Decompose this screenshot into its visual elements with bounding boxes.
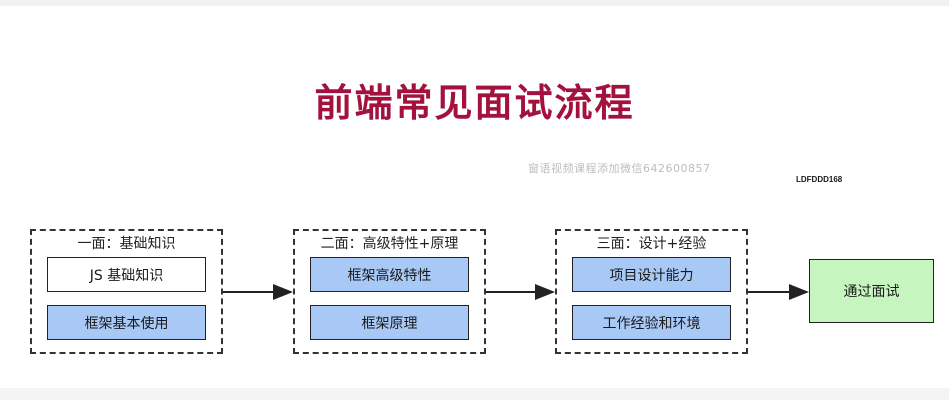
stage-2-group: 二面：高级特性+原理 — [293, 229, 486, 354]
stage-1-item-2: 框架基本使用 — [47, 305, 206, 340]
final-node: 通过面试 — [809, 259, 934, 323]
bottom-band — [0, 388, 949, 400]
stage-3-label: 三面：设计+经验 — [596, 236, 707, 252]
stage-3-item-1: 项目设计能力 — [572, 257, 731, 292]
stage-2-item-1: 框架高级特性 — [310, 257, 469, 292]
stage-1-group: 一面：基础知识 — [30, 229, 223, 354]
stage-1-label: 一面：基础知识 — [77, 236, 176, 252]
page-title: 前端常见面试流程 — [314, 81, 635, 125]
stage-2-label: 二面：高级特性+原理 — [320, 236, 459, 252]
stage-2-item-2: 框架原理 — [310, 305, 469, 340]
stage-1-item-1: JS 基础知识 — [47, 257, 206, 292]
watermark-text: 窗语视频课程添加微信642600857 — [528, 162, 711, 175]
stage-3-group: 三面：设计+经验 — [555, 229, 748, 354]
top-band — [0, 0, 949, 6]
id-tag: LDFDDD168 — [796, 175, 843, 184]
stage-3-item-2: 工作经验和环境 — [572, 305, 731, 340]
